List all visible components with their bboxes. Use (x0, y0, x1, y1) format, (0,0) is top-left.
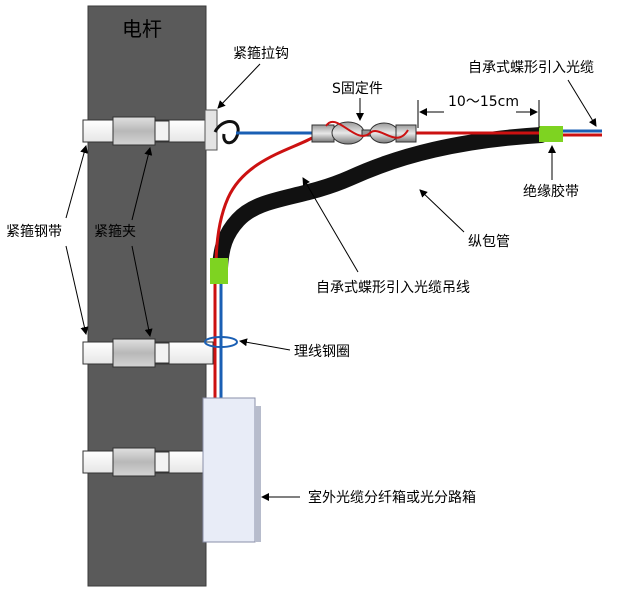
hoop-hook-leader (217, 63, 261, 109)
s-fixture (311, 120, 417, 145)
wire-management-ring-leader (239, 338, 291, 351)
hoop-steel-band-leader-up (65, 145, 88, 219)
s-fixture-label: S固定件 (332, 81, 383, 97)
cable-red-loop (214, 136, 313, 269)
hoop-hook (213, 120, 240, 145)
hoop-steel-band-leader-down (65, 245, 89, 335)
steel-band-3 (82, 447, 214, 477)
messenger-wire-leader (302, 177, 359, 273)
hoop-clamp-label: 紧箍夹 (94, 223, 136, 240)
hoop-clamp-2 (112, 338, 156, 368)
wire-management-ring-label: 理线钢圈 (294, 344, 350, 360)
messenger-wire-label: 自承式蝶形引入光缆吊线 (316, 280, 470, 296)
pole-label: 电杆 (122, 17, 162, 41)
insulating-tape-right (539, 126, 563, 142)
hoop-steel-band-label: 紧箍钢带 (6, 223, 62, 240)
hoop-hook-label: 紧箍拉钩 (233, 45, 289, 62)
longitudinal-wrap-label: 纵包管 (468, 234, 510, 250)
distance-label: 10～15cm (448, 94, 519, 110)
insulating-tape-lower (210, 258, 228, 284)
distribution-box (202, 397, 256, 543)
cable-leader (567, 79, 597, 127)
hoop-clamp-leader-down (131, 245, 153, 337)
longitudinal-wrap-tube (212, 127, 549, 276)
hoop-clamp-leader-up (131, 147, 153, 221)
wire-management-ring (204, 336, 238, 348)
utility-pole (87, 5, 207, 587)
longitudinal-wrap-leader (419, 189, 465, 233)
steel-band-2 (82, 338, 214, 368)
distribution-box-label: 室外光缆分纤箱或光分路箱 (308, 489, 476, 506)
steel-band-1 (82, 116, 214, 146)
insulating-tape-label: 绝缘胶带 (523, 183, 579, 200)
hoop-clamp-3 (112, 447, 156, 477)
hoop-clamp-1 (112, 116, 156, 146)
cable-label: 自承式蝶形引入光缆 (468, 60, 594, 76)
